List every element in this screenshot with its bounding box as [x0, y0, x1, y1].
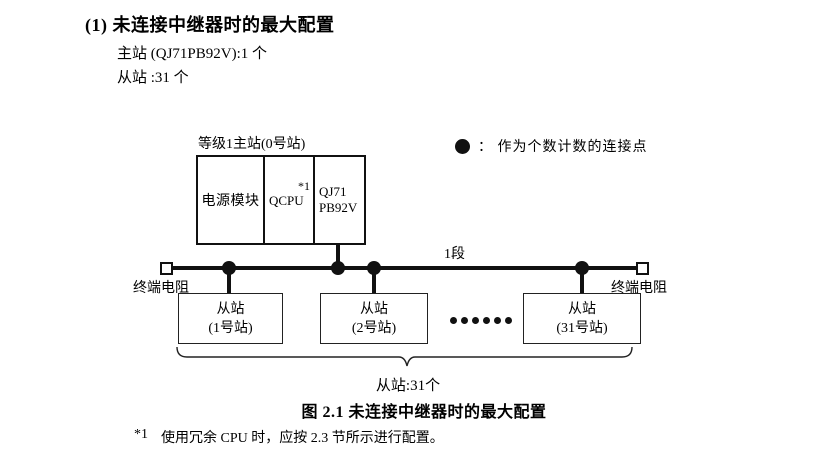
terminator-right-label: 终端电阻 [611, 281, 667, 296]
slave-box-sublabel: (1号站) [208, 320, 253, 336]
slave-station-box-31: 从站 (31号站) [523, 293, 641, 344]
cpu-footnote-ref: *1 [298, 179, 310, 193]
cpu-label: QCPU [269, 193, 304, 208]
continuation-dots-icon [450, 317, 512, 324]
terminator-left-label: 终端电阻 [133, 281, 189, 296]
cpu-cell: *1 QCPU [265, 157, 315, 243]
master-station-box: 电源模块 *1 QCPU QJ71 PB92V [196, 155, 366, 245]
footnote-marker: *1 [134, 427, 148, 442]
slave-station-box-2: 从站 (2号站) [320, 293, 428, 344]
segment-label: 1段 [444, 247, 465, 262]
interface-module-line2: PB92V [319, 200, 358, 215]
slave-count-line: 从站 :31 个 [117, 70, 189, 86]
slave2-drop-line [372, 268, 376, 294]
master-drop-line [336, 243, 340, 267]
terminating-resistor-left-icon [160, 262, 173, 275]
interface-module-cell: QJ71 PB92V [315, 157, 364, 243]
slave1-drop-line [227, 268, 231, 294]
slave31-drop-line [580, 268, 584, 294]
slave-box-sublabel: (31号站) [556, 320, 608, 336]
slave-station-box-1: 从站 (1号站) [178, 293, 283, 344]
bus-line [172, 266, 637, 270]
terminating-resistor-right-icon [636, 262, 649, 275]
connection-node-icon [331, 261, 345, 275]
master-count-line: 主站 (QJ71PB92V):1 个 [117, 46, 268, 62]
legend-label: ： 作为个数计数的连接点 [478, 140, 648, 155]
interface-module-line1: QJ71 [319, 184, 347, 199]
slave-box-label: 从站 [360, 301, 388, 317]
slave-box-label: 从站 [568, 301, 596, 317]
slave-count-brace [176, 346, 633, 367]
slave-count-label: 从站:31个 [375, 378, 441, 394]
connection-point-icon [455, 139, 470, 154]
slave-box-sublabel: (2号站) [351, 320, 397, 336]
slave-box-label: 从站 [216, 301, 245, 317]
power-module-cell: 电源模块 [198, 157, 265, 243]
page-title: (1) 未连接中继器时的最大配置 [85, 15, 335, 35]
master-station-label: 等级1主站(0号站) [198, 137, 306, 152]
figure-caption: 图 2.1 未连接中继器时的最大配置 [301, 404, 547, 421]
footnote-text: 使用冗余 CPU 时，应按 2.3 节所示进行配置。 [161, 431, 444, 446]
